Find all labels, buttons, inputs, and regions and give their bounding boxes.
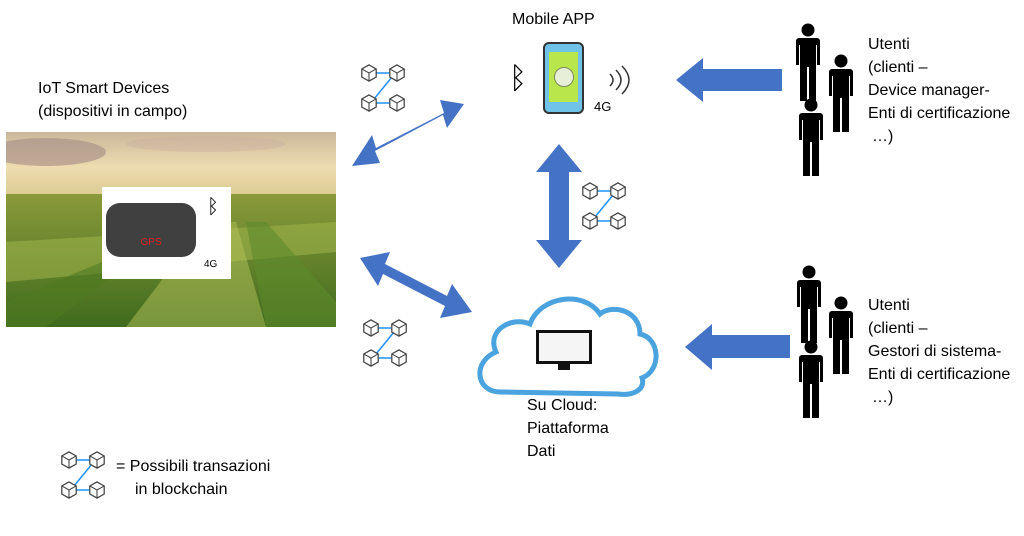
person-icon xyxy=(797,265,821,343)
bluetooth-icon: ᛒ xyxy=(509,62,527,95)
users-bottom-line2: (clienti – xyxy=(868,320,928,337)
iot-title-line2: (dispositivi in campo) xyxy=(38,103,188,120)
person-icon xyxy=(829,296,853,374)
blockchain-icon xyxy=(583,183,625,229)
arrow-users-bottom-to-cloud xyxy=(685,324,790,370)
gps-device-icon: GPS xyxy=(106,203,196,257)
arrow-iot-mobile xyxy=(352,100,464,166)
users-bottom-line5: …) xyxy=(872,389,894,406)
iot-title-line1: IoT Smart Devices xyxy=(38,80,170,97)
cloud-label-line2: Piattaforma xyxy=(527,420,609,437)
blockchain-icon xyxy=(364,320,406,366)
bluetooth-icon: ᛒ xyxy=(207,196,219,218)
users-top-line3: Device manager- xyxy=(868,82,990,99)
blockchain-icon xyxy=(362,65,404,111)
blockchain-legend-icon xyxy=(62,452,104,498)
arrow-users-top-to-mobile xyxy=(676,58,782,102)
person-icon xyxy=(799,340,823,418)
gps-label: GPS xyxy=(140,237,162,248)
person-icon xyxy=(796,23,820,101)
users-top-line5: …) xyxy=(872,128,894,145)
signal-arcs-icon xyxy=(609,65,630,95)
arrow-iot-cloud xyxy=(360,252,472,318)
cloud-label-line3: Dati xyxy=(527,443,556,460)
users-bottom-line4: Enti di certificazione xyxy=(868,366,1011,383)
monitor-stand xyxy=(558,364,570,370)
person-icon xyxy=(829,54,853,132)
users-top-line1: Utenti xyxy=(868,36,910,53)
gps-card: GPS ᛒ 4G xyxy=(102,187,231,279)
phone-screen xyxy=(549,52,578,102)
app-logo-icon xyxy=(554,67,574,87)
legend-line1: = Possibili transazioni xyxy=(116,458,271,475)
monitor-icon xyxy=(536,330,592,364)
person-icon xyxy=(799,98,823,176)
arrow-mobile-cloud xyxy=(536,144,582,268)
legend-line2: in blockchain xyxy=(135,481,228,498)
smartphone-icon xyxy=(543,42,584,114)
users-top-line4: Enti di certificazione xyxy=(868,105,1011,122)
users-bottom-line3: Gestori di sistema- xyxy=(868,343,1002,360)
users-top-line2: (clienti – xyxy=(868,59,928,76)
mobile-app-title: Mobile APP xyxy=(512,11,595,28)
label-4g: 4G xyxy=(594,99,612,114)
users-bottom-line1: Utenti xyxy=(868,297,910,314)
label-4g: 4G xyxy=(204,259,218,270)
cloud-label-line1: Su Cloud: xyxy=(527,397,598,414)
